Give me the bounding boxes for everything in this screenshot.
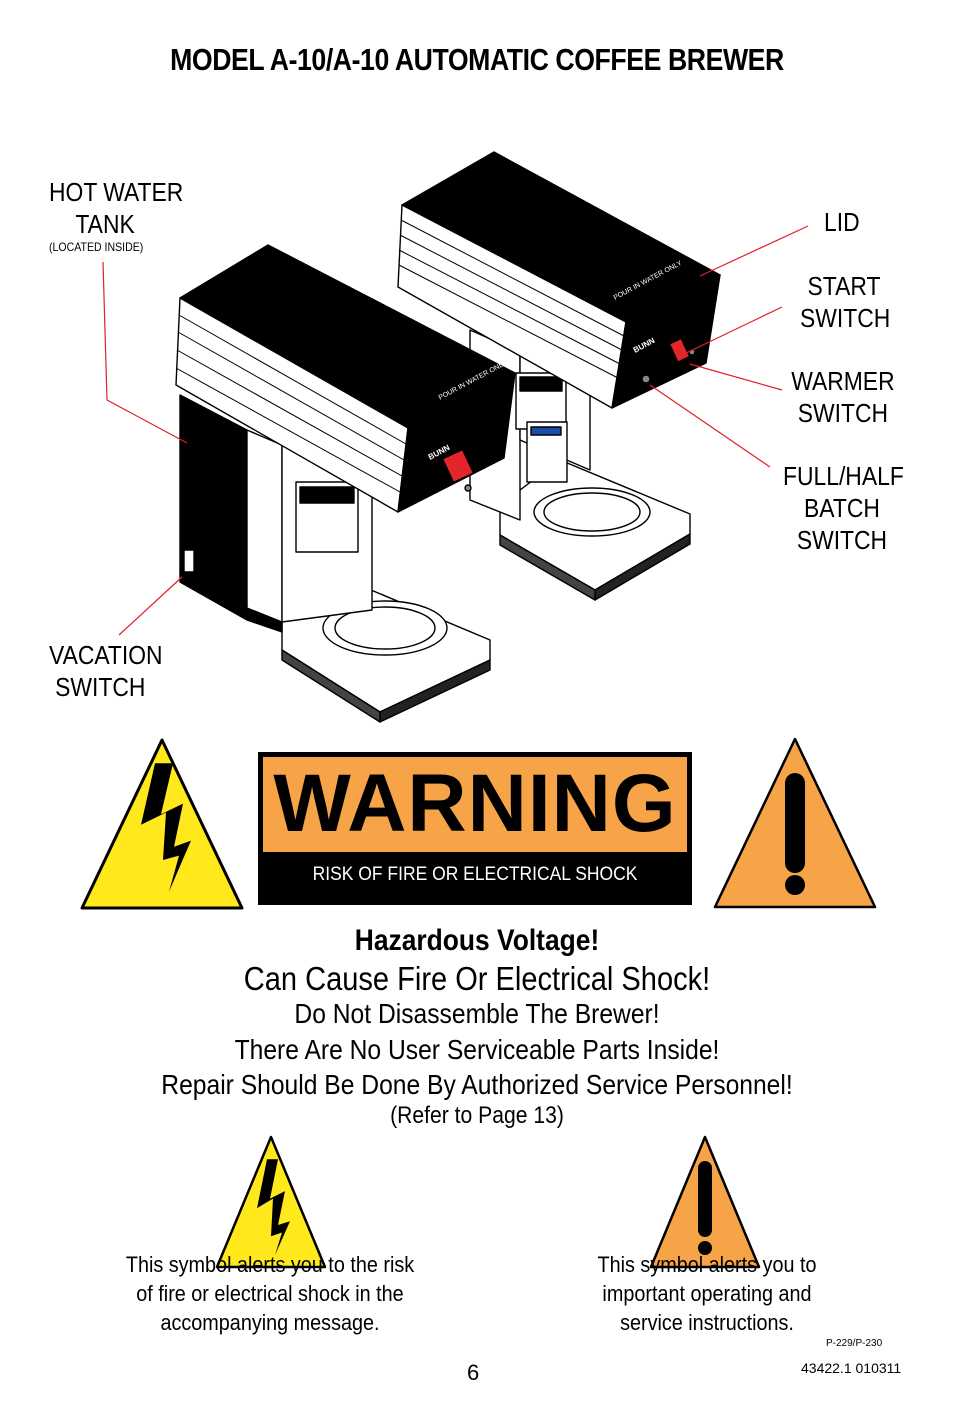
electric-hazard-icon-small [215,1135,327,1269]
hazard-line-4: There Are No User Serviceable Parts Insi… [234,1034,720,1065]
exclamation-icon-small [649,1135,761,1269]
leader-full-half [649,384,771,468]
brewer-front [175,244,516,723]
warning-word: WARNING [273,758,677,849]
leader-lid [699,225,809,277]
label-hot-water-tank: HOT WATER TANK (LOCATED INSIDE) [49,177,184,254]
hazard-line-6: (Refer to Page 13) [390,1102,564,1129]
leader-start [681,306,783,356]
leader-lines [102,225,809,636]
electric-hazard-icon [80,738,244,910]
warning-subtitle: RISK OF FIRE OR ELECTRICAL SHOCK [312,864,638,885]
leader-vacation [118,576,183,636]
hazard-line-5: Repair Should Be Done By Authorized Serv… [161,1069,793,1100]
hazard-line-3: Do Not Disassemble The Brewer! [294,998,660,1029]
exclamation-icon [713,737,877,909]
electric-symbol-caption: This symbol alerts you to the risk of fi… [125,1252,415,1335]
exclaim-symbol-caption: This symbol alerts you to important oper… [597,1252,817,1335]
leader-warmer [689,363,783,391]
hazard-line-2: Can Cause Fire Or Electrical Shock! [243,960,711,997]
page-number: 6 [467,1360,480,1385]
figure-reference: P-229/P-230 [826,1338,883,1349]
label-lid: LID [824,207,860,237]
leader-hot-water [102,261,188,444]
document-code: 43422.1 010311 [801,1360,902,1376]
hazard-heading: Hazardous Voltage! [354,924,600,957]
page-title: MODEL A-10/A-10 AUTOMATIC COFFEE BREWER [170,42,784,77]
brewer-illustration: POUR IN WATER ONLY POUR IN WATER ONLY BU… [102,151,809,723]
warning-banner: WARNING RISK OF FIRE OR ELECTRICAL SHOCK [258,752,692,905]
